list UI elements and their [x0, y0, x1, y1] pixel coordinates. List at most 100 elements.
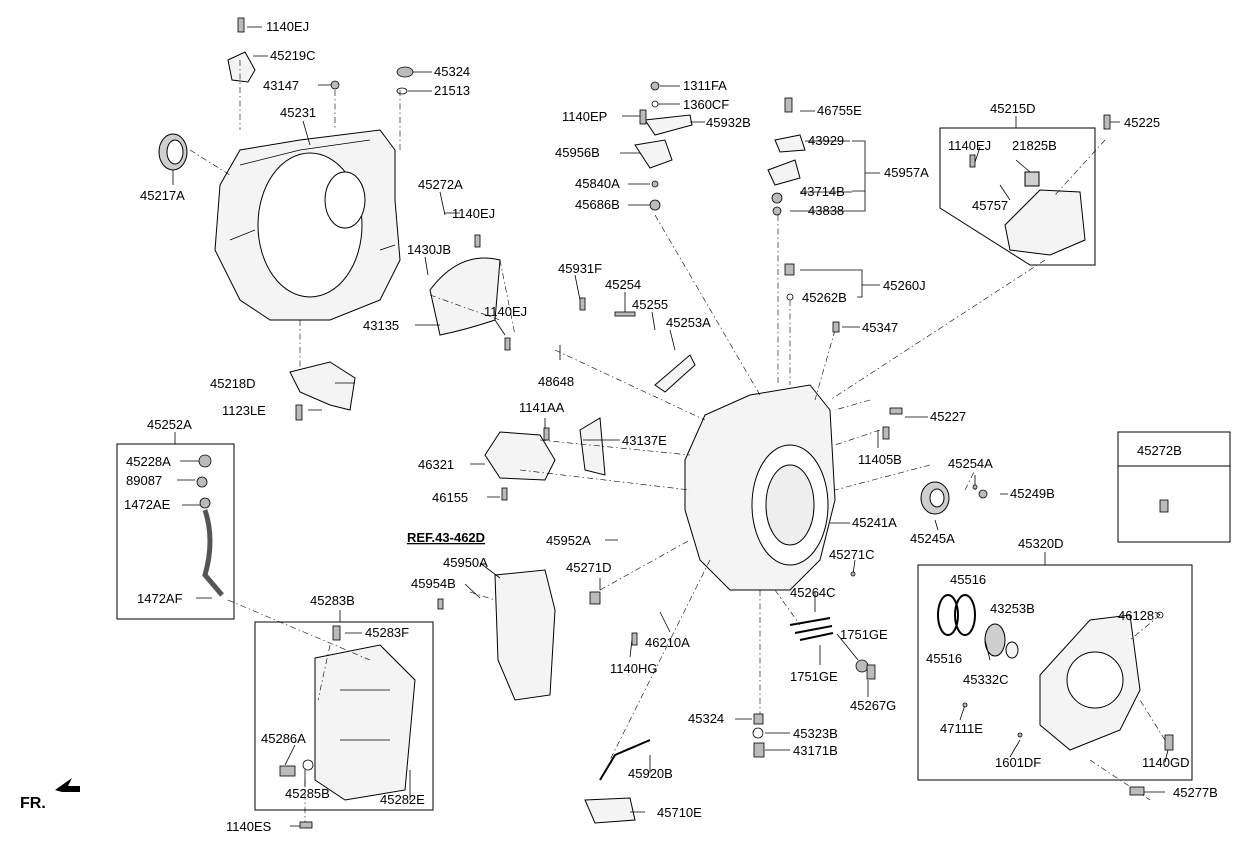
label-45215d: 45215D: [990, 101, 1036, 116]
label-1140es: 1140ES: [226, 819, 272, 834]
label-45932b: 45932B: [706, 115, 751, 130]
label-45271d: 45271D: [566, 560, 612, 575]
label-45320d: 45320D: [1018, 536, 1064, 551]
label-ref-43-462d: REF.43-462D: [407, 530, 485, 545]
filter-46321-shape: [484, 431, 556, 481]
detent-43929-shape: [774, 134, 806, 153]
label-45254: 45254: [605, 277, 641, 292]
label-45956b: 45956B: [555, 145, 600, 160]
label-45227: 45227: [930, 409, 966, 424]
mount-45215d-shape: [1004, 189, 1086, 256]
label-45255: 45255: [632, 297, 668, 312]
valve-body-shape: [494, 569, 556, 701]
label-45757: 45757: [972, 198, 1008, 213]
converter-housing-shape: [214, 129, 401, 321]
label-1430jb: 1430JB: [407, 242, 451, 257]
label-1472af: 1472AF: [137, 591, 183, 606]
label-43253b: 43253B: [990, 601, 1035, 616]
label-45228a: 45228A: [126, 454, 171, 469]
label-47111e: 47111E: [940, 721, 983, 736]
label-45931f: 45931F: [558, 261, 602, 276]
label-1311fa: 1311FA: [683, 78, 727, 93]
label-46321: 46321: [418, 457, 454, 472]
seal-45245a-shape: [920, 481, 950, 515]
box-45252a: [116, 443, 235, 620]
label-45324-low: 45324: [688, 711, 724, 726]
label-45286a: 45286A: [261, 731, 306, 746]
box-45272b: [1117, 431, 1231, 543]
fasteners: [196, 17, 1174, 829]
label-46155: 46155: [432, 490, 468, 505]
label-45262b: 45262B: [802, 290, 847, 305]
detent-43714b-shape: [767, 159, 801, 186]
bracket-45218d-shape: [289, 361, 356, 411]
label-45282e: 45282E: [380, 792, 425, 807]
label-48648: 48648: [538, 374, 574, 389]
label-21513: 21513: [434, 83, 470, 98]
baffle-43137e-shape: [579, 417, 606, 476]
label-45260j: 45260J: [883, 278, 926, 293]
label-45225: 45225: [1124, 115, 1160, 130]
label-45272b: 45272B: [1137, 443, 1182, 458]
label-45332c: 45332C: [963, 672, 1009, 687]
label-45277b: 45277B: [1173, 785, 1218, 800]
label-45950a: 45950A: [443, 555, 488, 570]
label-1751ge-a: 1751GE: [840, 627, 888, 642]
label-1141aa: 1141AA: [519, 400, 565, 415]
label-46128: 46128: [1118, 608, 1154, 623]
label-1140ej-box: 1140EJ: [948, 138, 991, 153]
label-45264c: 45264C: [790, 585, 836, 600]
label-45323b: 45323B: [793, 726, 838, 741]
bracket-45260j: [800, 269, 880, 298]
transaxle-case-shape: [684, 384, 836, 591]
label-1123le: 1123LE: [222, 403, 266, 418]
label-43714b: 43714B: [800, 184, 845, 199]
label-45252a: 45252A: [147, 417, 192, 432]
label-1140ej-top: 1140EJ: [266, 19, 309, 34]
part-labels: 1140EJ 45219C 43147 45324 21513 45231 45…: [20, 19, 1218, 834]
label-45271c: 45271C: [829, 547, 875, 562]
label-43929: 43929: [808, 133, 844, 148]
label-46755e: 46755E: [817, 103, 862, 118]
label-45952a: 45952A: [546, 533, 591, 548]
label-1472ae: 1472AE: [124, 497, 171, 512]
label-45686b: 45686B: [575, 197, 620, 212]
label-45283b: 45283B: [310, 593, 355, 608]
label-46210a: 46210A: [645, 635, 690, 650]
label-43147: 43147: [263, 78, 299, 93]
label-45254a: 45254A: [948, 456, 993, 471]
rear-cover-shape: [1039, 614, 1141, 751]
label-45920b: 45920B: [628, 766, 673, 781]
label-45217a: 45217A: [140, 188, 185, 203]
bracket-45710e-shape: [584, 797, 636, 824]
hose-shape: [202, 509, 224, 597]
label-43838: 43838: [808, 203, 844, 218]
label-45285b: 45285B: [285, 786, 330, 801]
label-45954b: 45954B: [411, 576, 456, 591]
cover-43135-shape: [429, 257, 501, 336]
label-1751ge-b: 1751GE: [790, 669, 838, 684]
bracket-45219c-shape: [227, 51, 256, 83]
label-45219c: 45219C: [270, 48, 316, 63]
lever-45932b-shape: [644, 114, 693, 136]
label-45253a: 45253A: [666, 315, 711, 330]
label-43171b: 43171B: [793, 743, 838, 758]
label-45272a: 45272A: [418, 177, 463, 192]
label-45324-top: 45324: [434, 64, 470, 79]
label-45241a: 45241A: [852, 515, 897, 530]
front-arrow-icon: [55, 778, 80, 792]
label-89087: 89087: [126, 473, 162, 488]
label-1601df: 1601DF: [995, 755, 1041, 770]
sensor-45920b-shape: [599, 739, 651, 781]
label-11405b: 11405B: [858, 452, 902, 467]
label-45231: 45231: [280, 105, 316, 120]
label-21825b: 21825B: [1012, 138, 1057, 153]
label-43137e: 43137E: [622, 433, 667, 448]
label-1360cf: 1360CF: [683, 97, 729, 112]
box-45320d: [917, 564, 1193, 781]
label-1140hg: 1140HG: [610, 661, 657, 676]
label-1140ej-mid: 1140EJ: [452, 206, 495, 221]
bushing-21825b-shape: [1024, 171, 1040, 187]
label-45283f: 45283F: [365, 625, 409, 640]
leader-lines: [172, 26, 1169, 827]
